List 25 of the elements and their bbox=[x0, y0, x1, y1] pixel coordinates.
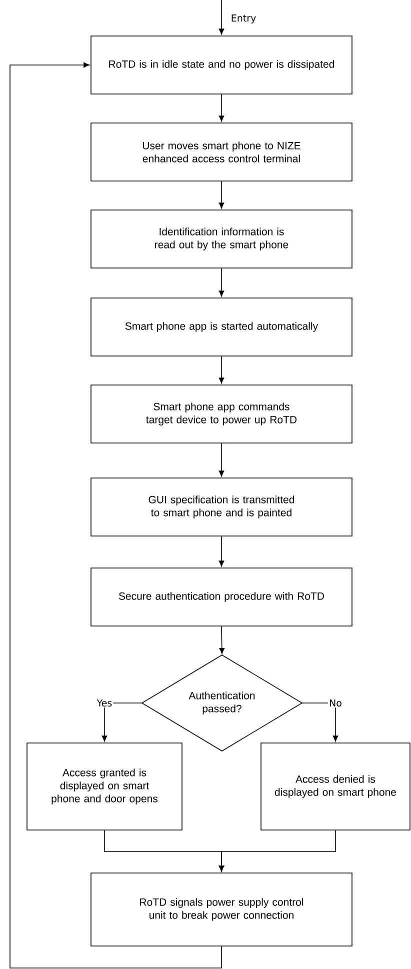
arrow bbox=[302, 702, 338, 742]
arrow bbox=[102, 702, 142, 742]
arrow bbox=[218, 94, 224, 122]
process-box: Access denied is displayed on smart phone bbox=[260, 742, 410, 830]
arrow bbox=[218, 0, 224, 35]
arrow bbox=[218, 356, 224, 384]
process-box: GUI specification is transmitted to smart phone and is painted bbox=[90, 478, 352, 536]
edge-label: Entry bbox=[232, 14, 256, 24]
process-box: Access granted is displayed on smart phone and door opens bbox=[26, 742, 182, 830]
process-box: Identification information is read out by the smart phone bbox=[90, 210, 352, 268]
process-box: RoTD is in idle state and no power is dissipated bbox=[90, 36, 352, 94]
process-box: Secure authentication procedure with RoTD bbox=[90, 568, 352, 626]
arrow bbox=[218, 443, 224, 477]
arrow bbox=[10, 62, 222, 968]
process-box: RoTD signals power supply control unit to break power connection bbox=[90, 872, 352, 946]
arrow bbox=[218, 268, 224, 297]
arrow bbox=[218, 536, 224, 567]
arrow bbox=[218, 830, 336, 872]
process-box: Smart phone app commands target device to power up RoTD bbox=[90, 384, 352, 444]
arrow bbox=[219, 626, 225, 654]
process-box: Smart phone app is started automatically bbox=[90, 298, 352, 356]
arrow bbox=[218, 181, 224, 209]
edge-label: No bbox=[330, 699, 342, 707]
edge-label: Yes bbox=[96, 699, 112, 707]
process-box: User moves smart phone to NIZE enhanced access control terminal bbox=[90, 122, 352, 182]
